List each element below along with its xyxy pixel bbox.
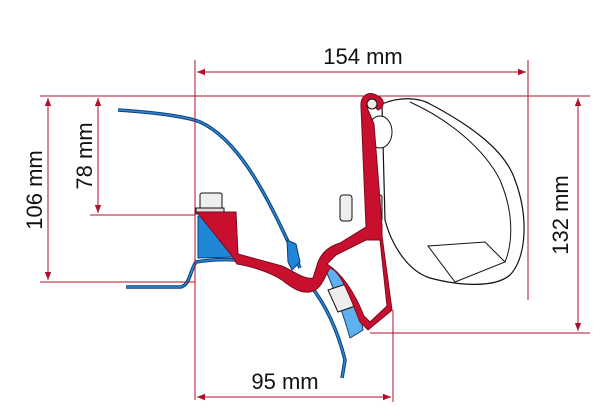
dimension-106: 106 mm	[22, 95, 360, 283]
dimension-label-78: 78 mm	[72, 122, 97, 189]
dimension-label-154: 154 mm	[323, 44, 402, 69]
vehicle-roof-profile	[117, 108, 364, 379]
dimension-78: 78 mm	[72, 98, 195, 216]
bolt	[195, 192, 225, 215]
awning-housing	[367, 98, 525, 285]
dimension-label-106: 106 mm	[22, 150, 47, 229]
dimension-154: 154 mm	[194, 44, 529, 400]
dimension-132: 132 mm	[360, 95, 590, 334]
adapter-bracket	[195, 93, 393, 331]
dimension-95: 95 mm	[197, 310, 394, 402]
dimension-label-132: 132 mm	[548, 175, 573, 254]
dimension-label-95: 95 mm	[251, 369, 318, 394]
